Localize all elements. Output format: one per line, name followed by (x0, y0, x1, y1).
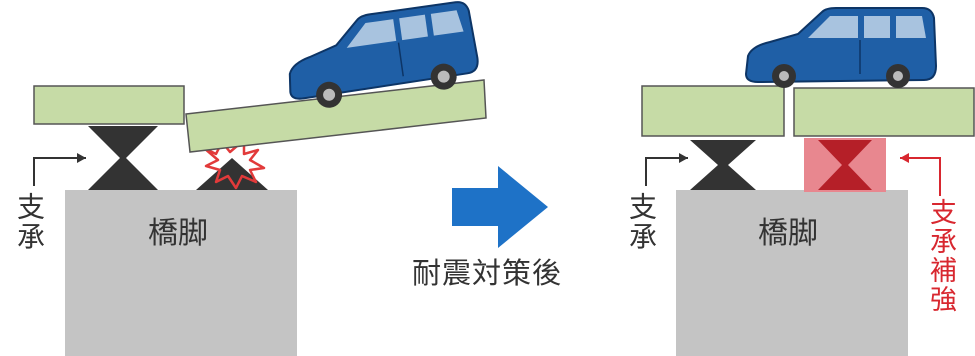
left-bearing-pointer (33, 157, 86, 186)
right-pier (676, 190, 908, 356)
right-bearing-label: 支承 (625, 192, 658, 252)
before-panel (33, 1, 487, 356)
left-deck-fixed (33, 85, 185, 125)
bearing-reinforcement-core (818, 140, 872, 190)
left-bearing-pointer-head-icon (77, 153, 86, 163)
right-car-icon (744, 7, 938, 88)
right-pier-label: 橋脚 (758, 216, 818, 251)
right-bearing-pointer-head-icon (679, 153, 688, 163)
damage-burst-icon (202, 138, 266, 190)
left-deck-tilted (185, 79, 487, 153)
right-bearing (690, 140, 756, 190)
left-car-icon (288, 1, 479, 108)
after-panel (641, 7, 975, 356)
left-pier-label: 橋脚 (148, 216, 208, 251)
reinforcement-label: 支承補強 (925, 198, 956, 314)
transition-arrow-icon (452, 166, 548, 248)
reinforcement-pointer (900, 157, 941, 196)
transition-label: 耐震対策後 (412, 256, 563, 290)
reinforcement-pointer-head-icon (900, 153, 909, 163)
left-bearing-intact (88, 126, 158, 190)
left-bearing-damaged (196, 158, 268, 190)
right-deck-right (793, 87, 975, 137)
left-pier (65, 190, 297, 356)
left-bearing-label: 支承 (13, 192, 46, 252)
right-bearing-pointer (645, 157, 688, 186)
right-deck-left (641, 85, 785, 137)
